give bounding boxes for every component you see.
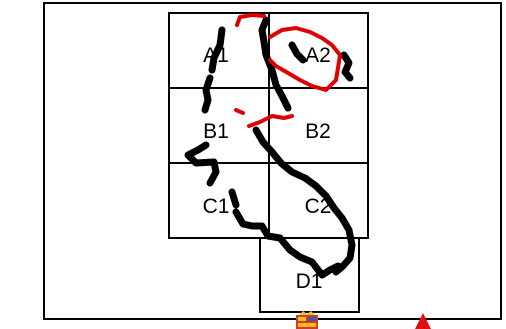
map-frame xyxy=(44,3,501,319)
grid-label-b2: B2 xyxy=(305,120,331,143)
crest-icon xyxy=(296,311,318,329)
grid-label-a2: A2 xyxy=(305,44,331,67)
grid-label-a1: A1 xyxy=(203,44,229,67)
route-segment-a2-inner xyxy=(292,45,303,60)
route-segment-a2-east xyxy=(344,55,350,78)
grid-label-d1: D1 xyxy=(296,270,323,293)
route-segment-c1-south xyxy=(236,212,338,275)
grid-label-b1: B1 xyxy=(203,120,229,143)
route-highlight-a1-top xyxy=(237,15,264,25)
route-segment-c2-west xyxy=(232,192,236,205)
route-segment-b1-west xyxy=(205,78,210,110)
red-triangle-marker-icon xyxy=(415,313,431,329)
grid-label-c2: C2 xyxy=(305,195,332,218)
grid-label-c1: C1 xyxy=(203,195,230,218)
route-highlight-b2 xyxy=(249,116,292,126)
route-highlight-b1-dash xyxy=(236,110,243,113)
route-segment-c1-north xyxy=(188,145,216,183)
